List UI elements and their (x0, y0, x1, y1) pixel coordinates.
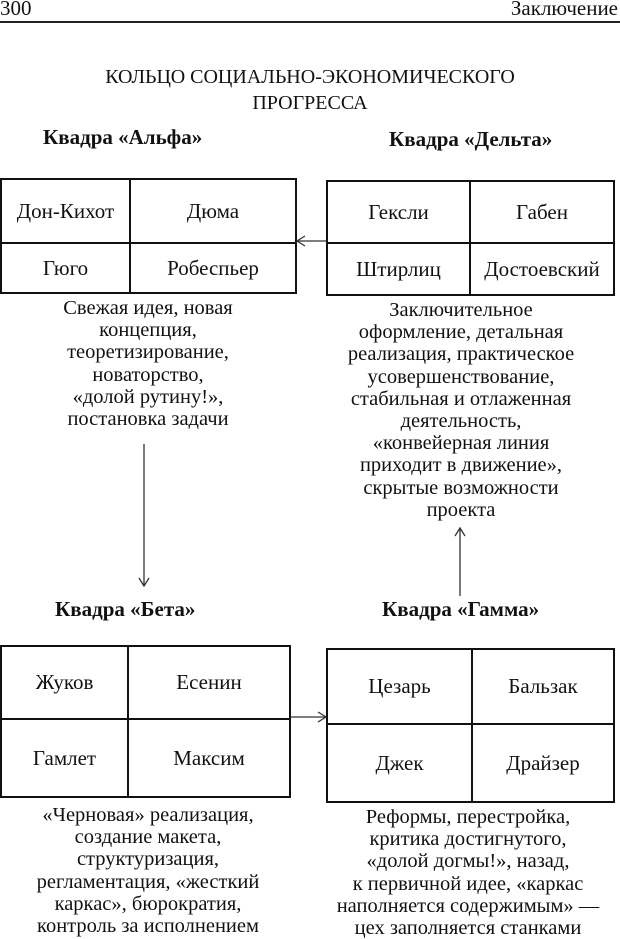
description-line: скрытые возможности (363, 476, 559, 499)
quadra-gamma-box: Цезарь Бальзак Джек Драйзер (326, 648, 615, 803)
description-line: цех заполняется станками (354, 917, 582, 939)
cell-delta-3: Штирлиц (356, 256, 441, 281)
column-divider (129, 180, 131, 292)
header-rule (0, 21, 620, 23)
cell-beta-2: Есенин (176, 670, 242, 694)
description-line: теоретизирование, (67, 341, 229, 364)
quadra-gamma-label: Квадра «Гамма» (382, 597, 540, 621)
diagram-title-line1: КОЛЬЦО СОЦИАЛЬНО-ЭКОНОМИЧЕСКОГО (105, 66, 515, 88)
row-divider (2, 718, 289, 720)
cell-delta-2: Габен (516, 199, 568, 224)
column-divider (471, 650, 473, 801)
quadra-beta-label: Квадра «Бета» (55, 597, 196, 621)
cell-gamma-1: Цезарь (368, 674, 431, 698)
description-line: «конвейерная линия (372, 432, 550, 455)
description-line: приходит в движение», (359, 454, 563, 477)
chapter-title: Заключение (510, 0, 618, 20)
arrow-right-icon (291, 711, 328, 723)
page-number: 300 (0, 0, 32, 20)
cell-gamma-4: Драйзер (506, 750, 580, 775)
description-line: концепция, (99, 319, 197, 342)
cell-delta-1: Гексли (368, 199, 429, 224)
row-divider (328, 723, 613, 725)
description-line: деятельность, (400, 410, 522, 433)
arrow-up-icon (454, 526, 466, 596)
description-line: структуризация, (76, 848, 220, 871)
quadra-alpha-label: Квадра «Альфа» (43, 125, 203, 149)
quadra-delta-box: Гексли Габен Штирлиц Достоевский (326, 180, 615, 296)
description-line: «долой догмы!», назад, (366, 850, 570, 873)
row-divider (328, 242, 613, 244)
description-line: оформление, детальная (358, 321, 564, 344)
description-line: постановка задачи (67, 408, 229, 431)
quadra-beta-description: «Черновая» реализация, создание макета, … (0, 804, 296, 937)
quadra-beta-box: Жуков Есенин Гамлет Максим (0, 645, 291, 798)
description-line: к первичной идее, «каркас (352, 872, 584, 895)
description-line: наполняется содержимым» — (336, 894, 600, 917)
quadra-delta-label: Квадра «Дельта» (389, 127, 553, 151)
description-line: «Черновая» реализация, (42, 804, 254, 826)
description-line: усовершенствование, (367, 365, 555, 388)
cell-gamma-3: Джек (375, 750, 424, 775)
description-line: контроль за исполнением (37, 915, 259, 938)
description-line: новаторство, (92, 363, 204, 386)
quadra-delta-description: Заключительное оформление, детальная реа… (318, 299, 604, 521)
cell-beta-1: Жуков (35, 670, 94, 694)
cell-beta-4: Максим (173, 745, 245, 770)
description-line: проекта (426, 498, 496, 521)
cell-gamma-2: Бальзак (508, 674, 578, 698)
description-line: реализация, практическое (347, 343, 575, 366)
cell-delta-4: Достоевский (484, 256, 600, 281)
diagram-title-line2: ПРОГРЕССА (252, 92, 368, 114)
quadra-alpha-box: Дон-Кихот Дюма Гюго Робеспьер (0, 178, 297, 294)
cell-alpha-2: Дюма (186, 198, 240, 223)
description-line: регламентация, «жесткий (36, 870, 260, 893)
description-line: создание макета, (74, 826, 222, 849)
description-line: «долой рутину!», (72, 385, 224, 408)
arrow-down-icon (138, 444, 150, 588)
description-line: Заключительное (389, 299, 533, 321)
quadra-alpha-description: Свежая идея, новая концепция, теоретизир… (0, 297, 296, 430)
arrow-left-icon (295, 235, 326, 247)
cell-beta-3: Гамлет (32, 745, 97, 770)
cell-alpha-1: Дон-Кихот (16, 198, 115, 223)
cell-alpha-3: Гюго (42, 255, 89, 280)
description-line: Свежая идея, новая (63, 297, 233, 319)
description-line: стабильная и отлаженная (350, 387, 572, 410)
row-divider (2, 242, 295, 244)
quadra-gamma-description: Реформы, перестройка, критика достигнуто… (318, 806, 618, 939)
description-line: каркас», бюрократия, (54, 892, 242, 915)
description-line: критика достигнутого, (369, 828, 567, 851)
diagram-title: КОЛЬЦО СОЦИАЛЬНО-ЭКОНОМИЧЕСКОГО ПРОГРЕСС… (0, 64, 620, 116)
description-line: Реформы, перестройка, (365, 806, 571, 828)
column-divider (127, 647, 129, 796)
column-divider (469, 182, 471, 294)
cell-alpha-4: Робеспьер (167, 255, 259, 280)
